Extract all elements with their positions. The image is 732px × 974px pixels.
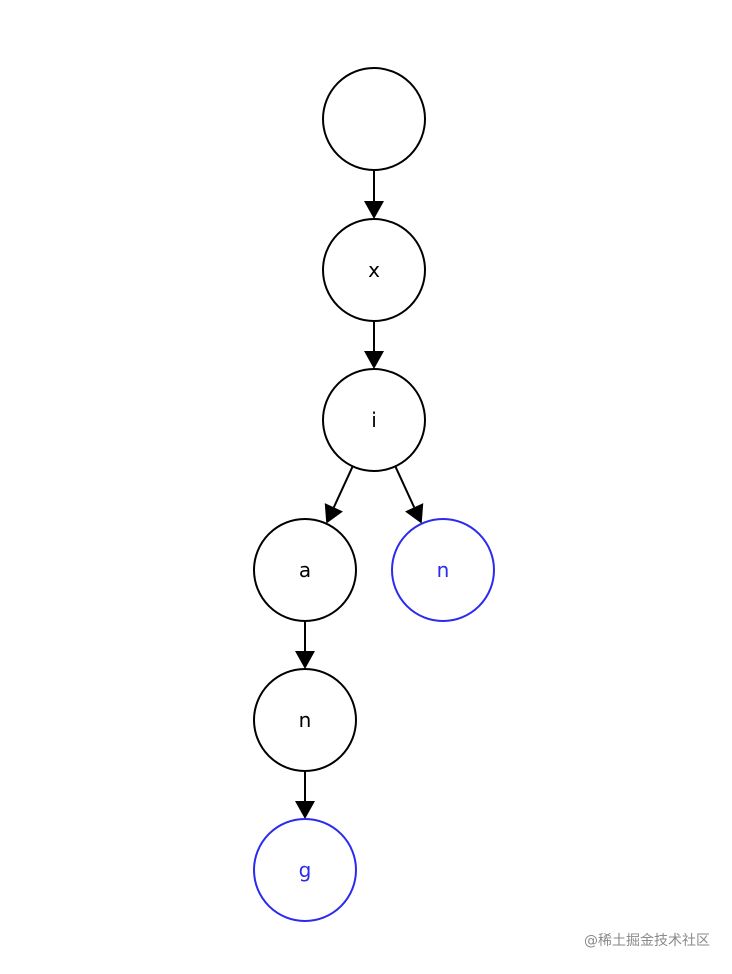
edge-x-to-i	[364, 321, 384, 369]
trie-node-x: x	[322, 218, 426, 322]
edge-a-to-n-left	[295, 621, 315, 669]
watermark-text: @稀土掘金技术社区	[584, 933, 710, 949]
node-label: a	[299, 558, 311, 582]
edge-i-to-a	[324, 465, 354, 524]
trie-node-i: i	[322, 368, 426, 472]
edge-line	[332, 465, 354, 508]
nodes-layer: x i a n n g	[253, 67, 495, 922]
arrow-head-icon	[295, 651, 315, 669]
node-circle	[253, 668, 357, 772]
arrow-head-icon	[364, 201, 384, 219]
edges-layer	[295, 170, 424, 819]
trie-node-a: a	[253, 518, 357, 622]
node-label: i	[371, 408, 377, 432]
arrow-head-icon	[405, 503, 424, 524]
trie-node-n-right: n	[391, 518, 495, 622]
node-label: n	[437, 558, 450, 582]
node-circle	[322, 218, 426, 322]
edge-i-to-n-right	[394, 465, 424, 524]
node-circle	[391, 518, 495, 622]
arrow-head-icon	[295, 801, 315, 819]
edge-n-left-to-g	[295, 771, 315, 819]
node-circle	[253, 518, 357, 622]
node-label: n	[299, 708, 312, 732]
edge-root-to-x	[364, 170, 384, 219]
arrow-head-icon	[324, 503, 343, 524]
trie-node-n-left: n	[253, 668, 357, 772]
trie-node-root	[322, 67, 426, 171]
arrow-head-icon	[364, 351, 384, 369]
edge-line	[394, 465, 416, 508]
node-label: x	[368, 258, 380, 282]
node-circle	[322, 67, 426, 171]
trie-node-g: g	[253, 818, 357, 922]
node-circle	[322, 368, 426, 472]
node-label: g	[299, 858, 312, 882]
node-circle	[253, 818, 357, 922]
